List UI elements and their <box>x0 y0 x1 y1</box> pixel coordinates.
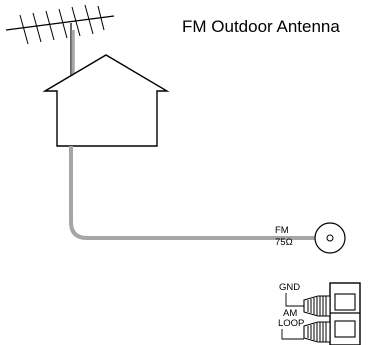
fm-jack-impedance-label: 75Ω <box>275 237 293 248</box>
diagram-title: FM Outdoor Antenna <box>182 17 340 36</box>
loop-terminal-label: LOOP <box>278 318 304 329</box>
fm-jack-label: FM <box>275 225 289 236</box>
coax-cable <box>69 146 320 240</box>
coax-jack-icon <box>314 222 346 254</box>
terminal-block-icon <box>303 282 361 345</box>
terminal-leader-lines <box>281 293 304 340</box>
gnd-terminal-label: GND <box>279 282 300 293</box>
tv-antenna-icon <box>5 4 115 80</box>
house-icon <box>42 54 170 147</box>
am-terminal-label: AM <box>283 308 297 319</box>
